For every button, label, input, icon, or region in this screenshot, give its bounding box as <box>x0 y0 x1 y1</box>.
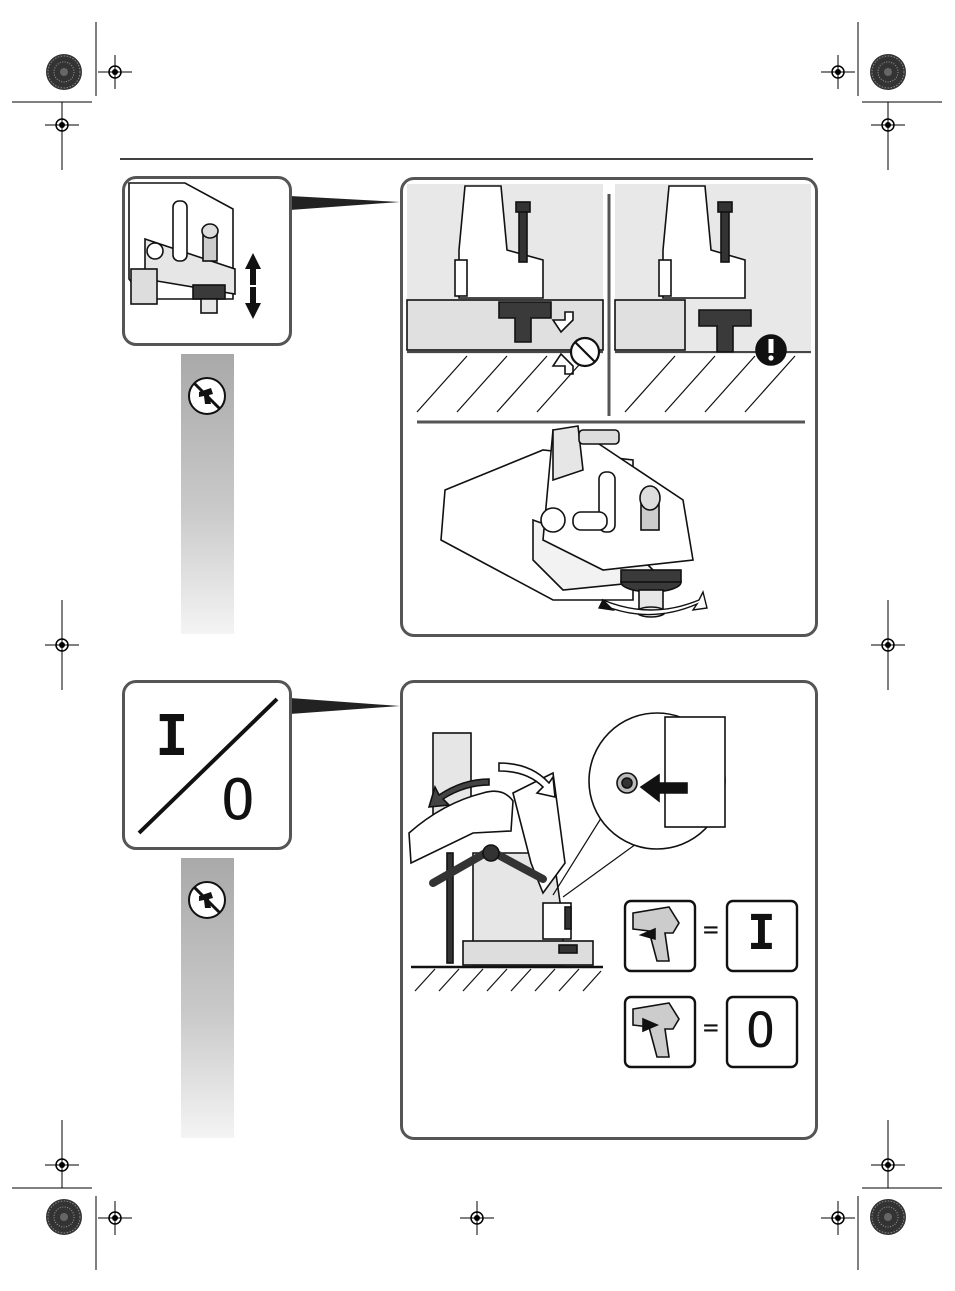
attention-icon <box>756 335 786 365</box>
off-symbol: O <box>221 773 255 829</box>
equals-sign-off: = <box>703 1015 719 1041</box>
thumb-depth-stop <box>122 176 292 346</box>
no-power-tool-icon <box>187 880 227 920</box>
up-down-arrow-icon <box>245 253 261 319</box>
panel-depth-stop-adjust <box>400 177 818 637</box>
warning-strip <box>181 354 234 634</box>
equals-sign-on: = <box>703 917 719 943</box>
color-bar-wheel-icon <box>46 54 82 90</box>
thumb-on-off: I O <box>122 680 292 850</box>
figure-turn-knob <box>441 426 693 617</box>
panel-on-off: = I = O <box>400 680 818 1140</box>
figure-correct <box>615 184 811 412</box>
warning-strip-2 <box>181 858 234 1138</box>
drill-off-icon <box>625 997 695 1067</box>
legend-on-symbol: I <box>747 909 776 957</box>
on-symbol: I <box>155 709 189 765</box>
prohibited-icon <box>571 338 599 366</box>
no-power-tool-icon <box>187 376 227 416</box>
legend-off-symbol: O <box>746 1007 775 1055</box>
figure-incorrect <box>407 184 603 412</box>
drill-on-icon <box>625 901 695 971</box>
